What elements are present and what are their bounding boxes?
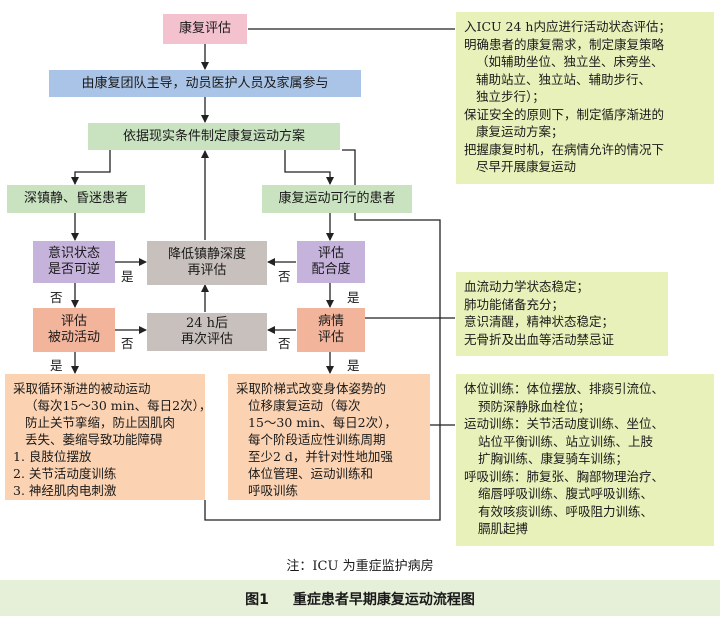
note-line: 意识清醒，精神状态稳定； <box>464 314 615 329</box>
cooperation-box: 评估 配合度 <box>297 241 365 283</box>
assess-box: 康复评估 <box>163 14 247 44</box>
active-plan-line: 呼吸训练 <box>248 483 299 498</box>
sedated-box: 深镇静、昏迷患者 <box>7 185 145 213</box>
consciousness-label-1: 意识状态 <box>47 246 100 261</box>
active-plan-line: 体位管理、运动训练和 <box>248 466 374 481</box>
passive-label-2: 被动活动 <box>47 330 100 345</box>
sedated-label: 深镇静、昏迷患者 <box>23 191 128 206</box>
reduce-sedation-label-1: 降低镇静深度 <box>167 247 246 262</box>
note-line: 入ICU 24 h内应进行活动状态评估； <box>464 19 671 34</box>
feasible-box: 康复运动可行的患者 <box>262 185 412 213</box>
condition-box: 病情 评估 <box>297 308 365 352</box>
note-line: 保证安全的原则下，制定循序渐进的 <box>464 106 665 122</box>
passive-label-1: 评估 <box>60 314 87 329</box>
active-plan-line: 至少2 d，并针对性地加强 <box>248 449 393 464</box>
note-line: 有效咳痰训练、呼吸阻力训练、 <box>478 503 654 519</box>
active-plan-line: 每个阶段适应性训练周期 <box>248 432 386 447</box>
passive-plan-line: 1. 良肢位摆放 <box>13 449 92 464</box>
note-line: 呼吸训练：肺复张、胸部物理治疗、 <box>464 468 665 484</box>
feedback-loop-line <box>204 149 441 521</box>
figure-title-band <box>0 580 720 616</box>
active-plan-line: 位移康复运动（每次 <box>248 398 361 413</box>
figure-title: 图1 重症患者早期康复运动流程图 <box>0 589 720 609</box>
note-line: 站位平衡训练、站立训练、上肢 <box>478 433 654 449</box>
consciousness-box: 意识状态 是否可逆 <box>33 241 115 283</box>
plan-label: 依据现实条件制定康复运动方案 <box>122 128 305 144</box>
reduce-sedation-box: 降低镇静深度 再评估 <box>147 241 267 285</box>
note-line: 缩唇呼吸训练、腹式呼吸训练、 <box>478 486 654 501</box>
label-no-condition: 否 <box>278 336 291 351</box>
active-plan-line: 15～30 min、每日2次）， <box>248 415 397 430</box>
active-plan-line: 采取阶梯式改变身体姿势的 <box>236 381 387 396</box>
note-line: 把握康复时机，在病情允许的情况下 <box>464 141 665 157</box>
footnote: 注：ICU 为重症监护病房 <box>286 559 434 574</box>
plan-box: 依据现实条件制定康复运动方案 <box>88 123 340 150</box>
note-line: 明确患者的康复需求，制定康复策略 <box>464 36 665 52</box>
label-no-cooperation: 否 <box>278 269 291 284</box>
reassess-label-1: 24 h后 <box>185 316 229 331</box>
passive-plan-line: 丢失、萎缩导致功能障碍 <box>25 432 163 447</box>
note-line: 膈肌起搏 <box>478 521 529 536</box>
note-line: 体位训练：体位摆放、排痰引流位、 <box>464 381 665 396</box>
consciousness-label-2: 是否可逆 <box>47 262 100 277</box>
note-line: 康复运动方案； <box>476 124 564 139</box>
passive-box: 评估 被动活动 <box>33 308 115 352</box>
team-label: 由康复团队主导，动员医护人员及家属参与 <box>81 75 329 91</box>
note-line: 运动训练：关节活动度训练、坐位、 <box>464 416 665 431</box>
figure-caption: 重症患者早期康复运动流程图 <box>292 592 475 608</box>
condition-label-1: 病情 <box>317 314 344 329</box>
reassess-box: 24 h后 再次评估 <box>147 313 267 351</box>
note-line: 尽早开展康复运动 <box>476 159 577 174</box>
reassess-label-2: 再次评估 <box>180 332 233 347</box>
passive-plan-line: 采取循环渐进的被动运动 <box>13 381 151 396</box>
passive-plan-line: 防止关节挛缩，防止因肌肉 <box>25 415 176 430</box>
label-yes-consciousness: 是 <box>121 269 134 284</box>
label-yes-passive: 是 <box>50 358 63 373</box>
passive-plan-box: 采取循环渐进的被动运动 （每次15～30 min、每日2次）， 防止关节挛缩，防… <box>5 374 212 500</box>
label-no-passive: 否 <box>121 336 134 351</box>
cooperation-label-2: 配合度 <box>311 262 351 277</box>
label-yes-cooperation: 是 <box>347 290 360 305</box>
passive-plan-line: （每次15～30 min、每日2次）， <box>25 398 212 413</box>
condition-label-2: 评估 <box>317 330 344 345</box>
label-no-consciousness: 否 <box>50 290 63 305</box>
note-line: 肺功能储备充分； <box>464 296 565 312</box>
team-box: 由康复团队主导，动员医护人员及家属参与 <box>49 70 361 97</box>
figure-number: 图1 <box>245 592 269 608</box>
note-assessment: 入ICU 24 h内应进行活动状态评估； 明确患者的康复需求，制定康复策略 （如… <box>456 12 714 184</box>
reduce-sedation-label-2: 再评估 <box>187 263 227 278</box>
note-line: 独立步行）； <box>476 89 545 104</box>
note-line: （如辅助坐位、独立坐、床旁坐、 <box>476 54 664 69</box>
passive-plan-line: 2. 关节活动度训练 <box>13 466 117 481</box>
label-yes-condition: 是 <box>347 358 360 373</box>
note-training: 体位训练：体位摆放、排痰引流位、 预防深静脉血栓位； 运动训练：关节活动度训练、… <box>456 374 714 546</box>
arrow-plan-sedated <box>71 150 111 185</box>
passive-plan-line: 3. 神经肌肉电刺激 <box>13 483 117 498</box>
note-line: 无骨折及出血等活动禁忌证 <box>464 331 615 347</box>
active-plan-box: 采取阶梯式改变身体姿势的 位移康复运动（每次 15～30 min、每日2次）， … <box>228 374 430 500</box>
assess-label: 康复评估 <box>178 21 231 36</box>
feasible-label: 康复运动可行的患者 <box>278 191 396 206</box>
arrow-plan-feasible <box>284 150 334 185</box>
note-line: 辅助站立、独立站、辅助步行、 <box>476 71 652 87</box>
cooperation-label-1: 评估 <box>317 246 344 261</box>
note-line: 扩胸训练、康复骑车训练； <box>478 451 629 466</box>
note-criteria: 血流动力学状态稳定； 肺功能储备充分； 意识清醒，精神状态稳定； 无骨折及出血等… <box>456 272 668 356</box>
note-line: 血流动力学状态稳定； <box>464 279 590 294</box>
note-line: 预防深静脉血栓位； <box>478 398 591 414</box>
